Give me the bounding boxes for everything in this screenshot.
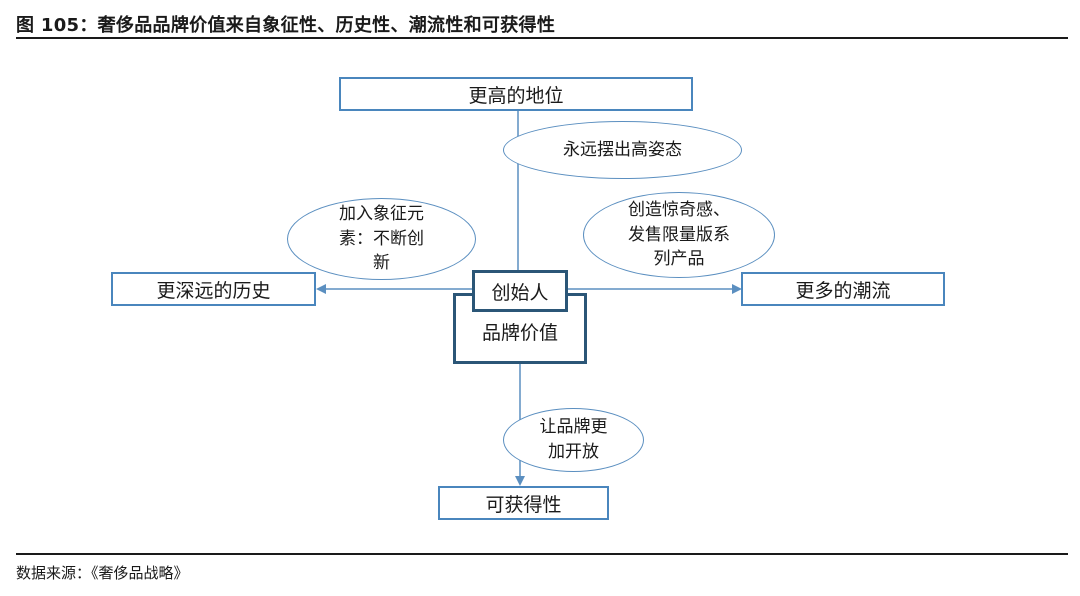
- oval-text-line: 加入象征元: [339, 204, 424, 225]
- deeper-history-box: 更深远的历史: [111, 272, 316, 306]
- accessibility-box: 可获得性: [438, 486, 609, 520]
- limited-edition-oval: 创造惊奇感、 发售限量版系 列产品: [583, 192, 775, 278]
- oval-text-line: 永远摆出高姿态: [563, 139, 682, 160]
- figure-source: 数据来源：《奢侈品战略》: [16, 564, 189, 582]
- more-trend-box: 更多的潮流: [741, 272, 945, 306]
- oval-text-line: 让品牌更: [539, 417, 608, 438]
- title-divider: [16, 37, 1068, 39]
- higher-status-box: 更高的地位: [339, 77, 693, 111]
- figure-title: 图 105：奢侈品品牌价值来自象征性、历史性、潮流性和可获得性: [16, 15, 556, 36]
- oval-text-line: 新: [373, 253, 390, 274]
- source-divider: [16, 553, 1068, 555]
- oval-text-line: 加开放: [548, 442, 599, 462]
- openness-oval: 让品牌更 加开放: [503, 408, 644, 472]
- founder-box: 创始人: [472, 270, 568, 312]
- high-posture-oval: 永远摆出高姿态: [503, 121, 742, 179]
- oval-text-line: 发售限量版系: [628, 224, 730, 245]
- symbolism-oval: 加入象征元 素：不断创 新: [287, 198, 476, 280]
- oval-text-line: 素：不断创: [339, 228, 424, 249]
- oval-text-line: 列产品: [653, 249, 705, 270]
- oval-text-line: 创造惊奇感、: [628, 200, 730, 221]
